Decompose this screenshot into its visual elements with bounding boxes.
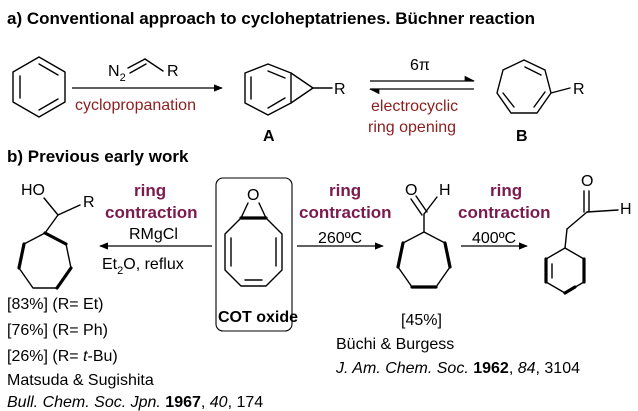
section-b-heading: b) Previous early work [7, 147, 189, 166]
cot-oxide-label: COT oxide [218, 309, 298, 326]
product-b-r-label: R [573, 81, 585, 98]
mid-contraction-label: contraction [299, 203, 392, 222]
product-b-label: B [516, 128, 528, 145]
reference-1-citation: Bull. Chem. Soc. Jpn. 1967, 40, 174 [7, 394, 263, 411]
benzene-molecule [12, 56, 66, 118]
product-a-r-label: R [334, 81, 346, 98]
hydroxyl-label: HO [21, 182, 45, 199]
left-conditions-label: Et2O, reflux [102, 256, 184, 277]
yield-tbu-label: [26%] (R= t-Bu) [7, 348, 118, 365]
cot-oxide-molecule: O [224, 187, 283, 287]
right-ring-label: ring [490, 181, 522, 200]
ring-opening-label: ring opening [368, 119, 456, 136]
six-pi-label: 6π [410, 57, 430, 74]
mid-yield-label: [45%] [401, 312, 442, 329]
mid-temperature-label: 260ºC [318, 230, 362, 247]
yield-ph-label: [76%] (R= Ph) [7, 322, 108, 339]
left-r-label: R [83, 194, 95, 211]
aldehyde-h-label: H [439, 182, 451, 199]
aldehyde-o-label: O [405, 182, 417, 199]
left-contraction-label: contraction [105, 203, 198, 222]
electrocyclic-label: electrocyclic [371, 98, 458, 115]
cycloheptatriene-aldehyde-molecule: O H [396, 182, 452, 289]
cot-oxide-box [215, 177, 293, 332]
right-temperature-label: 400ºC [472, 230, 516, 247]
mid-ring-label: ring [329, 181, 361, 200]
phenylacetaldehyde-molecule: O H [544, 173, 632, 295]
norcaradiene-molecule-a [244, 63, 333, 116]
right-aldehyde-o-label: O [581, 173, 593, 190]
cycloheptatriene-molecule-b [496, 59, 571, 114]
right-contraction-label: contraction [458, 203, 551, 222]
cyclopropanation-label: cyclopropanation [75, 97, 196, 114]
left-ring-label: ring [134, 181, 166, 200]
diazo-n2-label: N2 [108, 63, 126, 84]
product-a-label: A [263, 128, 275, 145]
diazo-r-label: R [167, 63, 179, 80]
section-a-heading: a) Conventional approach to cycloheptatr… [7, 9, 535, 28]
reference-2-citation: J. Am. Chem. Soc. 1962, 84, 3104 [335, 360, 580, 377]
carbinol-product-molecule: HO R [17, 182, 95, 290]
yield-et-label: [83%] (R= Et) [7, 296, 103, 313]
electrocyclic-equilibrium-arrow: 6π electrocyclic ring opening [368, 57, 476, 136]
reference-1-authors: Matsuda & Sugishita [7, 372, 154, 389]
cyclopropanation-arrow: N2 R cyclopropanation [72, 58, 223, 114]
right-aldehyde-h-label: H [620, 201, 632, 218]
reference-2-authors: Büchi & Burgess [336, 336, 454, 353]
epoxide-o-label: O [247, 187, 259, 204]
grignard-reagent-label: RMgCl [129, 226, 178, 243]
